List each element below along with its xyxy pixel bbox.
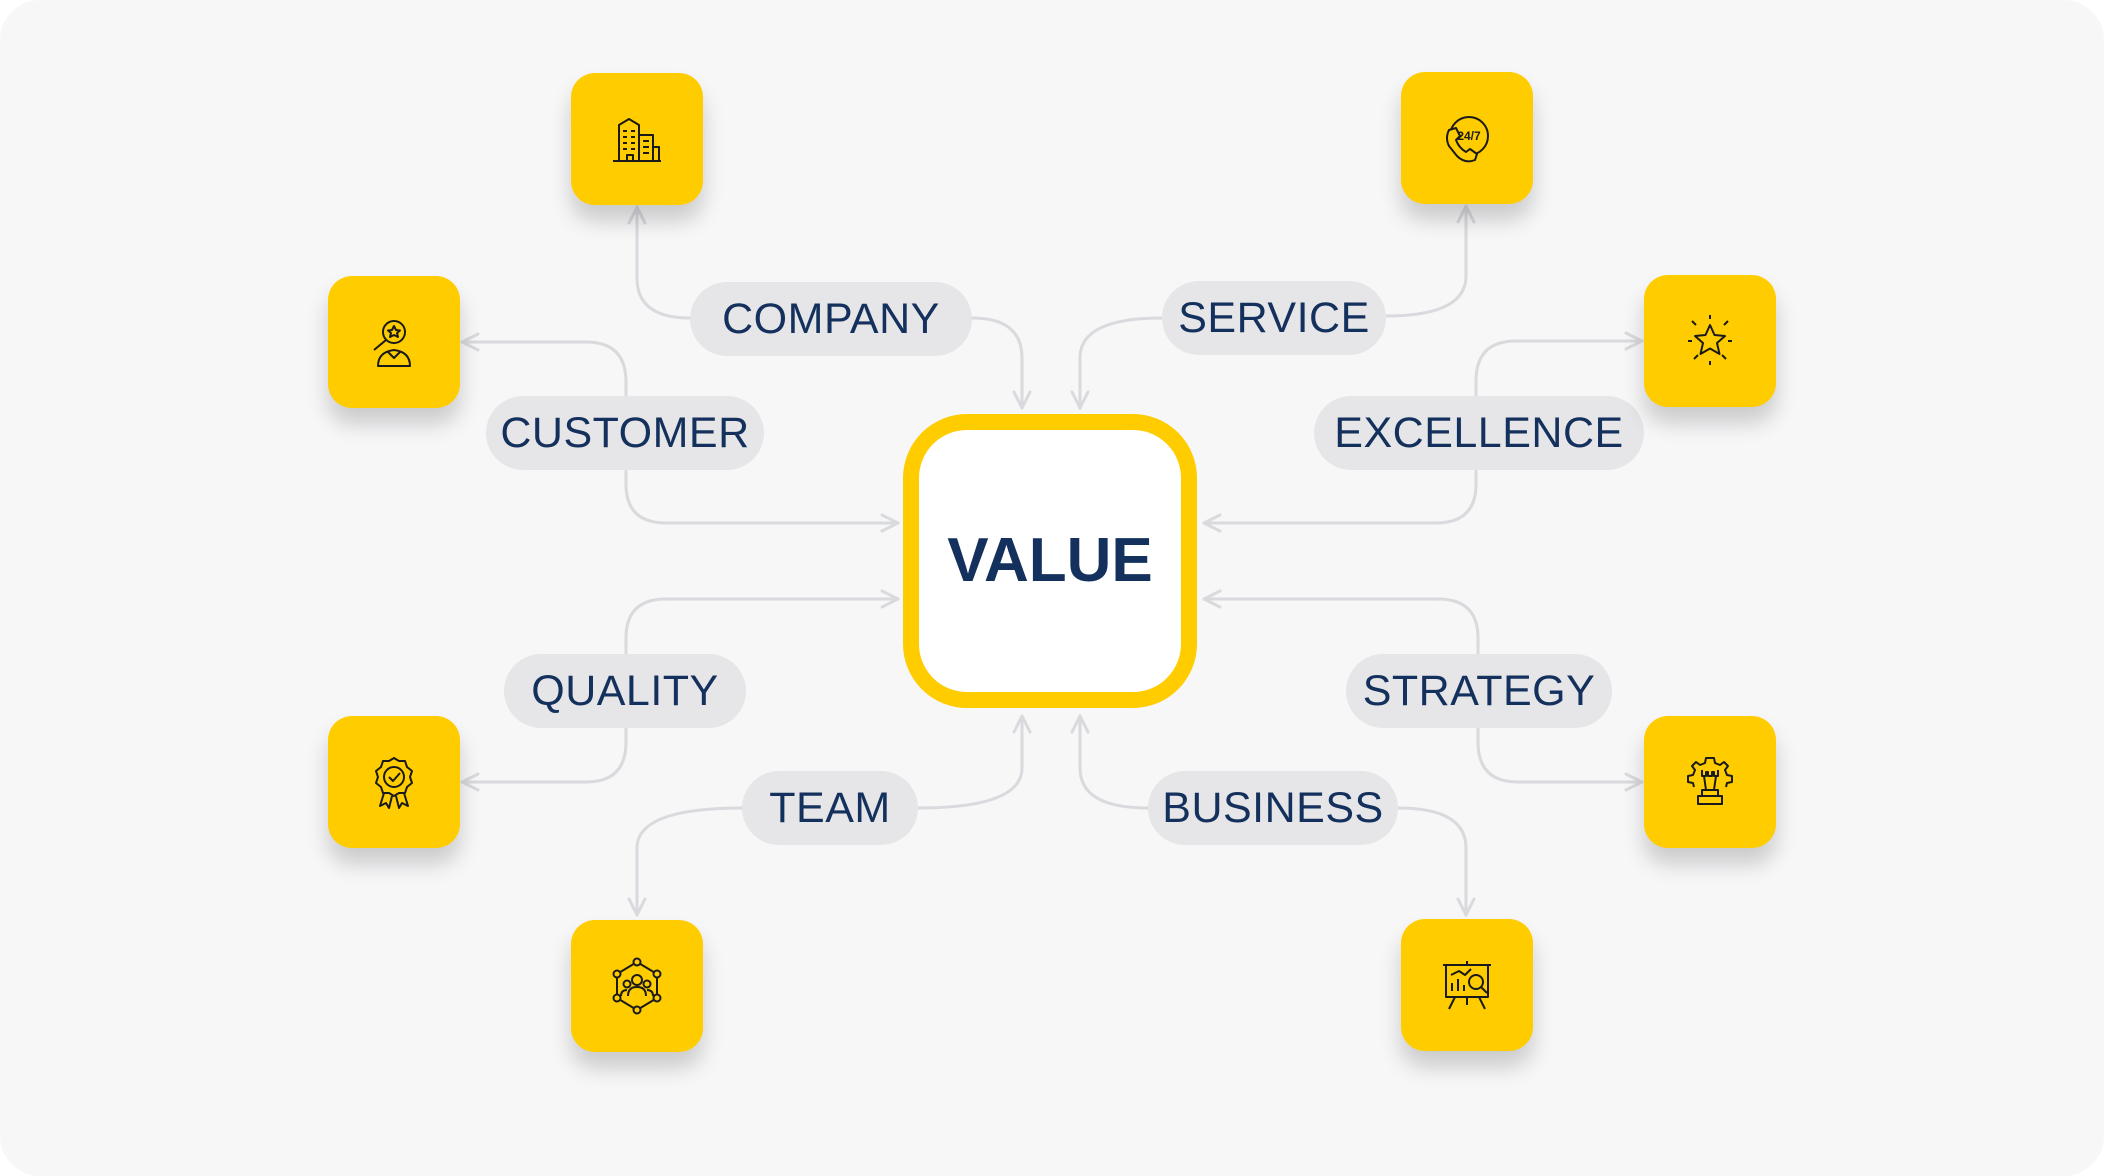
presentation-analysis-icon [1443,961,1491,1010]
value-center-node: VALUE [903,414,1197,708]
pill-excellence: EXCELLENCE [1314,396,1644,470]
chess-gear-icon [1687,757,1733,805]
connector-quality-to-value [624,589,900,656]
svg-text:24/7: 24/7 [1457,129,1481,143]
connector-company-to-value [970,316,1032,410]
pill-company-label: COMPANY [722,295,940,343]
tile-service: 24/7 [1401,72,1533,204]
connector-customer-to-value [624,468,900,533]
team-network-icon [612,957,662,1015]
connector-strategy-to-value [1202,589,1480,656]
star-icon [1688,315,1732,365]
connector-strategy-to-icon [1476,726,1644,792]
tile-strategy [1644,716,1776,848]
connector-company-to-icon [627,205,692,320]
building-icon [613,118,661,162]
pill-quality-label: QUALITY [531,667,719,715]
pill-strategy: STRATEGY [1346,654,1612,728]
tile-business [1401,919,1533,1051]
tile-company [571,73,703,205]
pill-business: BUSINESS [1148,771,1398,845]
connector-excellence-to-icon [1474,331,1644,398]
connector-customer-to-icon [460,332,628,398]
pill-excellence-label: EXCELLENCE [1334,409,1624,457]
pill-service: SERVICE [1162,281,1386,355]
connector-team-to-value [916,714,1032,810]
pill-customer-label: CUSTOMER [500,409,750,457]
connector-service-to-icon [1384,204,1476,318]
tile-quality [328,716,460,848]
tile-customer [328,276,460,408]
pill-company: COMPANY [690,282,972,356]
pill-quality: QUALITY [504,654,746,728]
pill-service-label: SERVICE [1178,294,1370,342]
connector-quality-to-icon [460,726,628,792]
tile-excellence [1644,275,1776,407]
pill-strategy-label: STRATEGY [1362,667,1596,715]
value-label: VALUE [947,526,1153,595]
connector-business-to-icon [1396,806,1476,917]
phone-24-7-icon: 24/7 [1446,116,1489,163]
tile-team [571,920,703,1052]
pill-team: TEAM [742,771,918,845]
connector-business-to-value [1070,714,1150,810]
connector-service-to-value [1070,316,1164,410]
connector-excellence-to-value [1202,468,1478,533]
pill-customer: CUSTOMER [486,396,764,470]
pill-business-label: BUSINESS [1162,784,1384,832]
connector-team-to-icon [627,806,744,917]
award-badge-icon [375,757,413,809]
pill-team-label: TEAM [769,784,891,832]
customer-search-icon [373,320,411,367]
